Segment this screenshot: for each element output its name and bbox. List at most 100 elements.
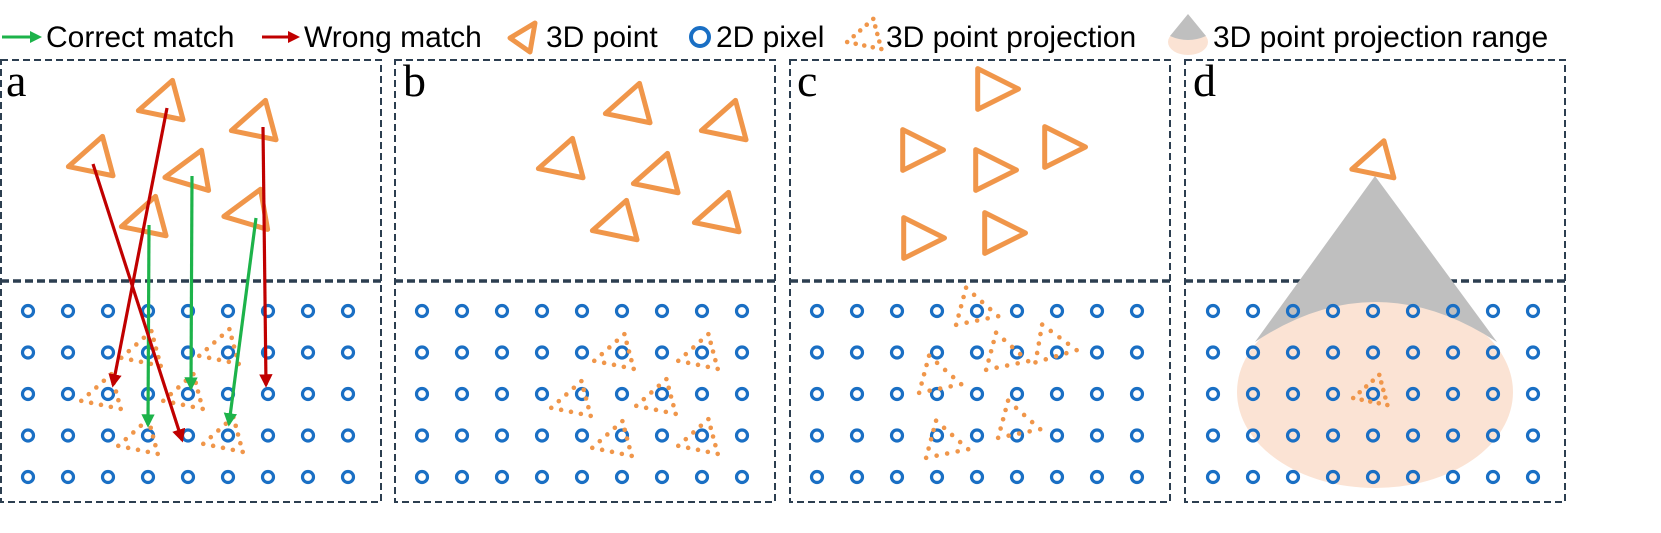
projection-dot [212, 340, 217, 345]
correct-match-arrow [223, 217, 258, 427]
projection-dot [991, 339, 996, 345]
pixel-2d [1485, 386, 1501, 402]
projection-dot [78, 398, 84, 404]
projection-dot [116, 397, 121, 403]
projection-dot [160, 398, 166, 404]
projection-dot [956, 313, 961, 318]
projection-dot [1370, 378, 1376, 383]
pixel-2d [614, 303, 630, 319]
projection-dot [923, 455, 929, 461]
projection-dot [1017, 351, 1023, 357]
pixel-2d [220, 469, 236, 485]
projection-dot [591, 358, 597, 364]
pixel-2d [1445, 469, 1461, 485]
pixel-2d [1525, 469, 1541, 485]
projection-dot [1036, 341, 1042, 346]
pixel-2d [694, 428, 710, 443]
point-3d [975, 66, 1021, 112]
pixel-2d [574, 303, 590, 319]
legend-label-wrong-match: Wrong match [304, 21, 482, 54]
point-3d [535, 135, 586, 181]
projection-dot [708, 340, 714, 346]
pixel-2d [494, 386, 510, 402]
pixel-2d [654, 345, 670, 360]
pixel-2d [300, 386, 316, 402]
projection-dot [987, 306, 993, 312]
projection-dot [1057, 335, 1062, 340]
projection-dot [229, 335, 235, 341]
pixel-2d [1049, 303, 1065, 319]
pixel-2d [929, 345, 945, 360]
projection-dot [556, 398, 562, 404]
pixel-2d [60, 345, 76, 360]
pixel-2d [494, 428, 510, 443]
projection-dot [586, 404, 591, 410]
projection-dot [993, 330, 999, 336]
projections [1350, 372, 1390, 408]
projection-dot [974, 318, 980, 323]
pixel-2d [1009, 428, 1025, 443]
pixel-2d [340, 428, 356, 443]
projection-dot [150, 434, 156, 439]
pixel-2d [694, 345, 710, 360]
wrong-match-arrow [91, 163, 186, 443]
projection-dot [1021, 412, 1027, 418]
projection-dot [949, 432, 955, 438]
pixel-2d [1445, 428, 1461, 443]
pixel-2d [1245, 386, 1261, 402]
projection-dot [710, 349, 716, 354]
point-3d [1349, 138, 1397, 181]
dotted-triangle-icon [844, 16, 884, 52]
pixel-2d [300, 303, 316, 319]
projection-dot [961, 294, 966, 300]
projection-dot [985, 316, 990, 321]
projection-dot [948, 384, 953, 389]
pixel-2d [1205, 345, 1221, 360]
projection-dot [113, 389, 119, 394]
pixel-2d [969, 386, 985, 402]
pixel-2d [734, 345, 750, 360]
pixel-2d [260, 428, 276, 443]
pixel-2d [929, 386, 945, 402]
panel-c-frame [789, 59, 1171, 503]
projection-dot [605, 432, 610, 437]
legend-correct-match: Correct match [2, 21, 234, 54]
pixel-2d [534, 428, 550, 443]
point-projection [115, 416, 160, 457]
projection-dot [1378, 380, 1384, 385]
projection-dot [963, 285, 969, 291]
pixel-2d [574, 469, 590, 485]
pixel-2d [574, 428, 590, 443]
projection-dot [629, 357, 634, 363]
pixel-2d [180, 469, 196, 485]
point-3d [162, 147, 212, 193]
projection-dot [872, 24, 878, 29]
3d-points [1349, 138, 1397, 181]
projection-dot [1065, 341, 1071, 347]
legend-3d-point-projection: 3D point projection [844, 16, 1136, 54]
pixel-2d [1365, 303, 1381, 319]
point-3d [900, 127, 946, 173]
pixel-2d [220, 428, 236, 443]
projection-dot [151, 337, 157, 343]
pixel-2d [1485, 345, 1501, 360]
projection-dot [240, 449, 245, 455]
projection-dot [609, 449, 615, 455]
pixel-2d [614, 345, 630, 360]
projection-dot [1053, 353, 1059, 359]
projection-dot [583, 396, 589, 401]
projection-dot [210, 443, 216, 449]
projection-dot [564, 392, 569, 397]
projection-dot [231, 344, 237, 349]
projection-dot [995, 313, 1001, 319]
projection-dot [671, 402, 676, 408]
projection-dot [988, 348, 994, 354]
pixel-2d [1049, 469, 1065, 485]
projection-dot [666, 385, 672, 391]
legend-3d-point: 3D point [507, 20, 658, 55]
pixel-2d [969, 303, 985, 319]
pixel-2d [414, 345, 430, 360]
pixel-2d [614, 386, 630, 402]
pixel-2d [1049, 428, 1065, 443]
projection-dot [581, 387, 587, 393]
